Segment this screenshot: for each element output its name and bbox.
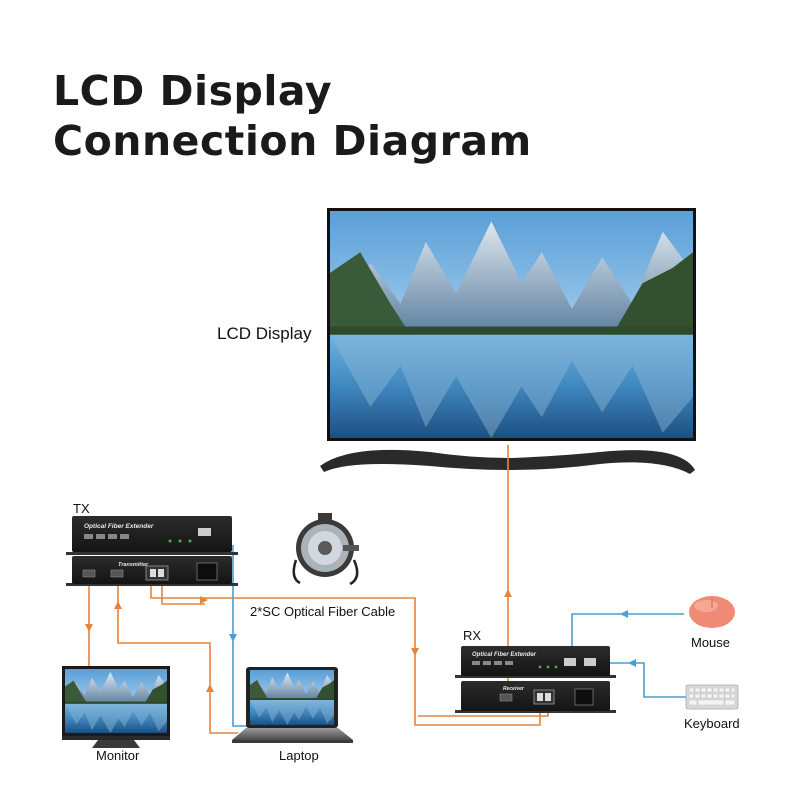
lcd-screen-image: [330, 211, 693, 438]
rx-usb-port-mouse: [564, 658, 576, 666]
rx-top-name: Optical Fiber Extender: [472, 652, 537, 658]
tx-device: Optical Fiber Extender Transmitter: [66, 516, 238, 586]
rx-bottom-name: Receiver: [503, 686, 525, 692]
page-title-line-2: Connection Diagram: [53, 117, 532, 165]
rx-power-socket: [574, 688, 594, 706]
tx-front-panel: [72, 516, 232, 552]
tx-top-name: Optical Fiber Extender: [84, 523, 154, 530]
lcd-display-label: LCD Display: [217, 324, 312, 343]
rx-label: RX: [463, 628, 482, 643]
laptop-icon: [232, 667, 353, 743]
lcd-display: [320, 208, 696, 474]
keyboard-icon: [685, 684, 739, 710]
tx-bottom-name: Transmitter: [118, 562, 149, 568]
mouse-icon: [689, 596, 735, 628]
monitor-label: Monitor: [96, 748, 140, 763]
mouse-label: Mouse: [691, 635, 731, 650]
tx-sc-fiber-port: [145, 565, 169, 581]
keyboard-label: Keyboard: [684, 716, 740, 731]
tx-usb-port: [198, 528, 211, 536]
rx-usb-port-keyboard: [584, 658, 596, 666]
rx-front-panel: [461, 646, 610, 676]
rx-device: Optical Fiber Extender Receiver: [455, 646, 616, 713]
monitor-icon: [62, 666, 170, 748]
laptop-label: Laptop: [279, 748, 319, 763]
tx-label: TX: [73, 501, 90, 516]
tx-power-socket: [196, 562, 218, 581]
usb-cables: [229, 545, 688, 727]
page-title-line-1: LCD Display: [53, 67, 333, 115]
fiber-cable-spool-icon: [292, 513, 359, 586]
fiber-cable-label: 2*SC Optical Fiber Cable: [250, 604, 396, 619]
